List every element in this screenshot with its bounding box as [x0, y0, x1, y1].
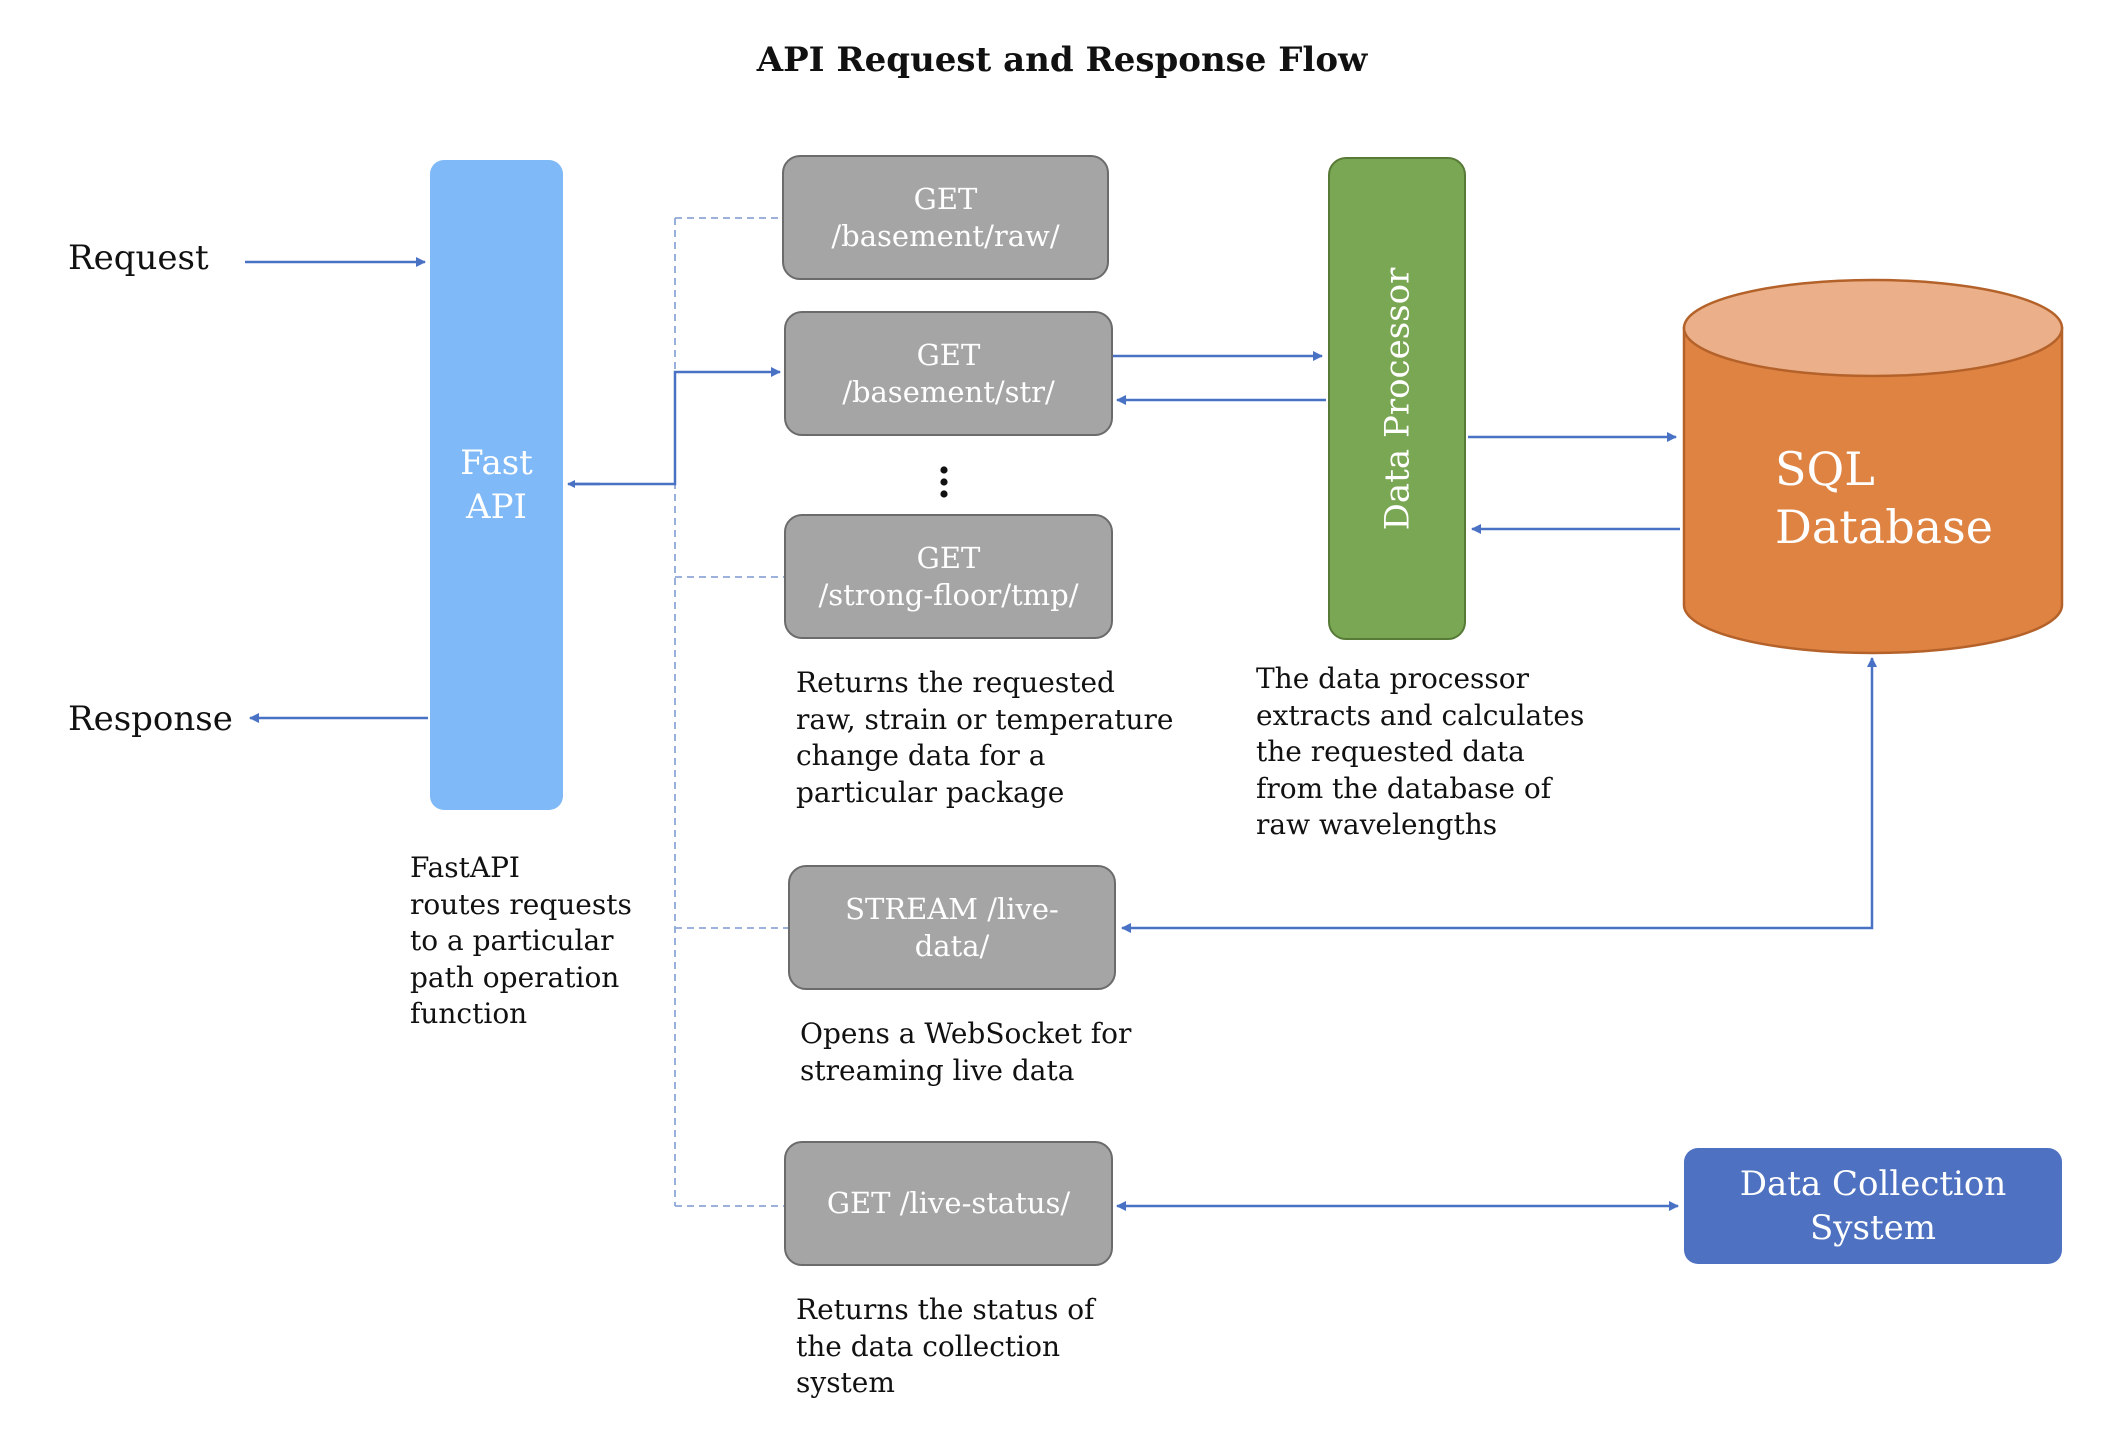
fastapi-box: Fast API — [430, 160, 563, 810]
sql-database-cylinder — [1682, 278, 2064, 655]
routing-bus — [570, 217, 788, 1207]
endpoint-basement-str: GET /basement/str/ — [784, 311, 1113, 436]
get-endpoints-description: Returns the requested raw, strain or tem… — [796, 666, 1174, 809]
data-collection-system-box: Data Collection System — [1684, 1148, 2062, 1264]
fastapi-label: Fast API — [460, 443, 533, 527]
fastapi-description: FastAPI routes requests to a particular … — [410, 851, 632, 1030]
endpoint-live-data: STREAM /live- data/ — [788, 865, 1116, 990]
data-processor-box: Data Processor — [1328, 157, 1466, 640]
more-endpoints-ellipsis — [940, 466, 948, 498]
endpoint-live-data-label: STREAM /live- data/ — [845, 891, 1059, 963]
sql-database-label: SQL Database — [1775, 442, 1993, 554]
endpoint-live-status: GET /live-status/ — [784, 1141, 1113, 1266]
processor-description: The data processor extracts and calculat… — [1256, 662, 1585, 841]
status-description: Returns the status of the data collectio… — [796, 1293, 1095, 1399]
endpoint-live-status-label: GET /live-status/ — [826, 1186, 1071, 1220]
endpoint-basement-raw: GET /basement/raw/ — [782, 155, 1109, 280]
data-processor-label: Data Processor — [1377, 267, 1417, 530]
response-label: Response — [68, 699, 233, 739]
active-route — [570, 367, 781, 486]
page-title: API Request and Response Flow — [756, 40, 1368, 80]
endpoint-strong-floor-tmp: GET /strong-floor/tmp/ — [784, 514, 1113, 639]
data-collection-system-label: Data Collection System — [1739, 1164, 2007, 1248]
endpoint-basement-str-label: GET /basement/str/ — [842, 337, 1055, 409]
request-label: Request — [68, 238, 209, 278]
endpoint-strong-floor-tmp-label: GET /strong-floor/tmp/ — [818, 540, 1079, 612]
endpoint-basement-raw-label: GET /basement/raw/ — [831, 181, 1060, 253]
stream-description: Opens a WebSocket for streaming live dat… — [800, 1017, 1132, 1087]
stream-db-link — [1121, 657, 1877, 933]
